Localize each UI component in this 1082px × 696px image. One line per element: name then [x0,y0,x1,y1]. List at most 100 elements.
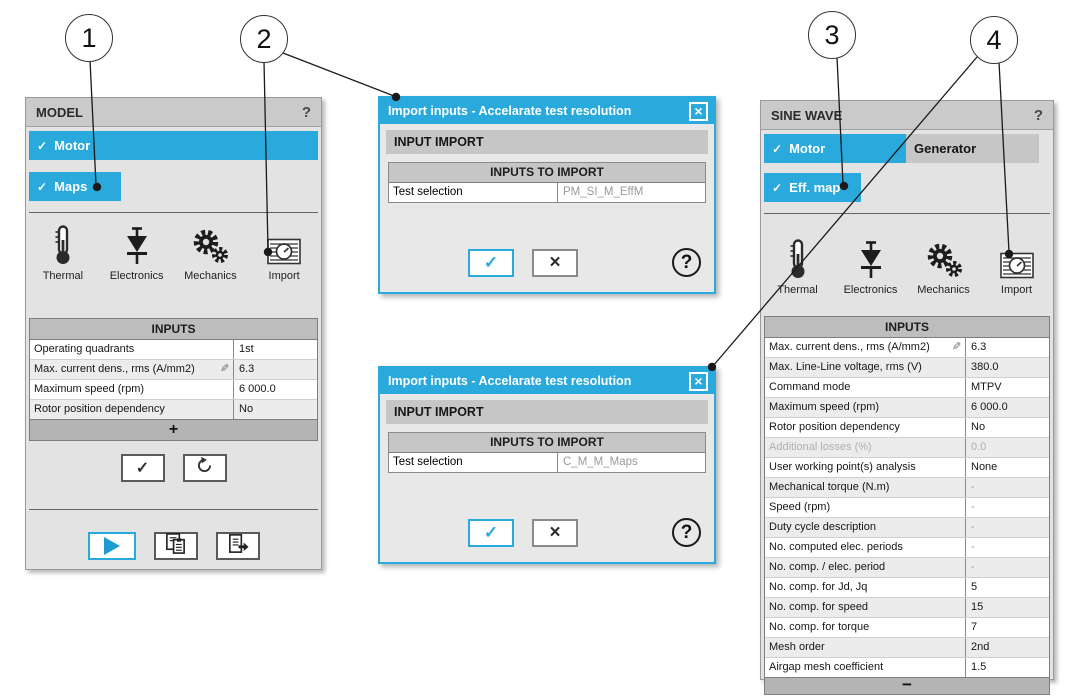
row-value[interactable]: 5 [965,578,1049,597]
tab-motor[interactable]: ✓ Motor [764,134,906,163]
table-row[interactable]: No. computed elec. periods - [765,537,1049,557]
table-row[interactable]: Mechanical torque (N.m) - [765,477,1049,497]
dialog-title-bar[interactable]: Import inputs - Accelarate test resoluti… [380,368,714,394]
table-row[interactable]: Maximum speed (rpm) 6 000.0 [765,397,1049,417]
divider [29,509,318,510]
table-row[interactable]: No. comp. for Jd, Jq 5 [765,577,1049,597]
row-value[interactable]: 2nd [965,638,1049,657]
close-icon[interactable]: × [689,371,708,391]
cancel-button[interactable]: × [532,519,578,547]
callout-circle-3: 3 [808,11,856,59]
export-button[interactable] [215,532,260,560]
tab-generator[interactable]: Generator [906,134,1039,163]
help-icon[interactable]: ? [672,518,701,547]
row-value[interactable]: PM_SI_M_EffM [557,183,705,202]
undo-icon [195,456,214,480]
export-icon [226,532,249,560]
import-button[interactable]: Import [248,223,320,282]
row-value[interactable]: 380.0 [965,358,1049,377]
add-row-button[interactable]: + [30,419,317,440]
dialog-title-bar[interactable]: Import inputs - Accelarate test resoluti… [380,98,714,124]
electronics-button[interactable]: Electronics [835,237,907,296]
mechanics-button[interactable]: Mechanics [174,223,246,282]
help-icon[interactable]: ? [672,248,701,277]
row-value[interactable]: 15 [965,598,1049,617]
mechanics-button[interactable]: Mechanics [908,237,980,296]
sine-inputs-table: INPUTS Max. current dens., rms (A/mm2)✎ … [764,316,1050,695]
row-value[interactable]: None [965,458,1049,477]
callout-circle-4: 4 [970,16,1018,64]
row-value[interactable]: C_M_M_Maps [557,453,705,472]
table-row[interactable]: Command mode MTPV [765,377,1049,397]
cancel-button[interactable]: × [532,249,578,277]
row-value: 0.0 [965,438,1049,457]
row-label: No. comp. for torque [769,621,870,633]
maps-button[interactable]: ✓ Maps [29,172,121,201]
close-icon[interactable]: × [689,101,708,121]
table-row[interactable]: Speed (rpm) - [765,497,1049,517]
ok-button[interactable]: ✓ [468,519,514,547]
import-label: Import [268,270,300,282]
table-row[interactable]: No. comp. / elec. period - [765,557,1049,577]
table-row[interactable]: Max. current dens., rms (A/mm2)✎ 6.3 [765,338,1049,357]
ok-button[interactable]: ✓ [468,249,514,277]
table-row[interactable]: Test selection C_M_M_Maps [389,453,705,472]
row-value[interactable]: No [233,400,317,419]
tab-motor[interactable]: ✓ Motor [29,131,318,160]
help-icon[interactable]: ? [301,103,311,121]
electronics-button[interactable]: Electronics [101,223,173,282]
row-value[interactable]: - [965,538,1049,557]
help-icon[interactable]: ? [1033,106,1043,124]
import-icon [267,223,301,265]
table-row[interactable]: No. comp. for torque 7 [765,617,1049,637]
row-value[interactable]: MTPV [965,378,1049,397]
table-row[interactable]: Max. Line-Line voltage, rms (V) 380.0 [765,357,1049,377]
effmap-button[interactable]: ✓ Eff. map [764,173,861,202]
import-button[interactable]: Import [981,237,1053,296]
mechanics-label: Mechanics [917,284,970,296]
table-row[interactable]: Duty cycle description - [765,517,1049,537]
table-row[interactable]: User working point(s) analysis None [765,457,1049,477]
table-row[interactable]: Max. current dens., rms (A/mm2)✎ 6.3 [30,359,317,379]
callout-circle-2: 2 [240,15,288,63]
row-value[interactable]: - [965,558,1049,577]
table-row[interactable]: Airgap mesh coefficient 1.5 [765,657,1049,677]
reset-button[interactable] [182,454,227,482]
electronics-label: Electronics [109,270,164,282]
collapse-row-button[interactable]: − [765,676,1049,694]
row-value[interactable]: No [965,418,1049,437]
table-row[interactable]: Mesh order 2nd [765,637,1049,657]
diode-icon [122,223,152,265]
table-row[interactable]: No. comp. for speed 15 [765,597,1049,617]
thermal-button[interactable]: Thermal [27,223,99,282]
report-button[interactable] [153,532,198,560]
thermal-button[interactable]: Thermal [762,237,834,296]
row-label: No. computed elec. periods [769,541,903,553]
table-row[interactable]: Operating quadrants 1st [30,340,317,359]
model-icon-row: Thermal Electronics Mechanics Import [26,223,321,282]
close-icon: × [549,522,561,543]
check-icon: ✓ [37,138,48,153]
row-value[interactable]: - [965,478,1049,497]
row-value[interactable]: 6 000.0 [233,380,317,399]
check-icon: ✓ [483,523,499,542]
row-value[interactable]: 1st [233,340,317,359]
check-icon: ✓ [37,179,48,194]
table-row[interactable]: Rotor position dependency No [765,417,1049,437]
row-label: Rotor position dependency [769,421,900,433]
row-value[interactable]: - [965,518,1049,537]
row-value[interactable]: 6.3 [965,338,1049,357]
row-value[interactable]: 6.3 [233,360,317,379]
effmap-button-label: Eff. map [789,180,841,195]
table-row[interactable]: Maximum speed (rpm) 6 000.0 [30,379,317,399]
row-value[interactable]: 7 [965,618,1049,637]
row-value[interactable]: 1.5 [965,658,1049,677]
apply-button[interactable]: ✓ [120,454,165,482]
table-row[interactable]: Rotor position dependency No [30,399,317,419]
model-inputs-table: INPUTS Operating quadrants 1st Max. curr… [29,318,318,441]
run-button[interactable] [87,532,136,560]
pen-icon: ✎ [219,363,229,375]
table-row[interactable]: Test selection PM_SI_M_EffM [389,183,705,202]
row-value[interactable]: - [965,498,1049,517]
row-value[interactable]: 6 000.0 [965,398,1049,417]
